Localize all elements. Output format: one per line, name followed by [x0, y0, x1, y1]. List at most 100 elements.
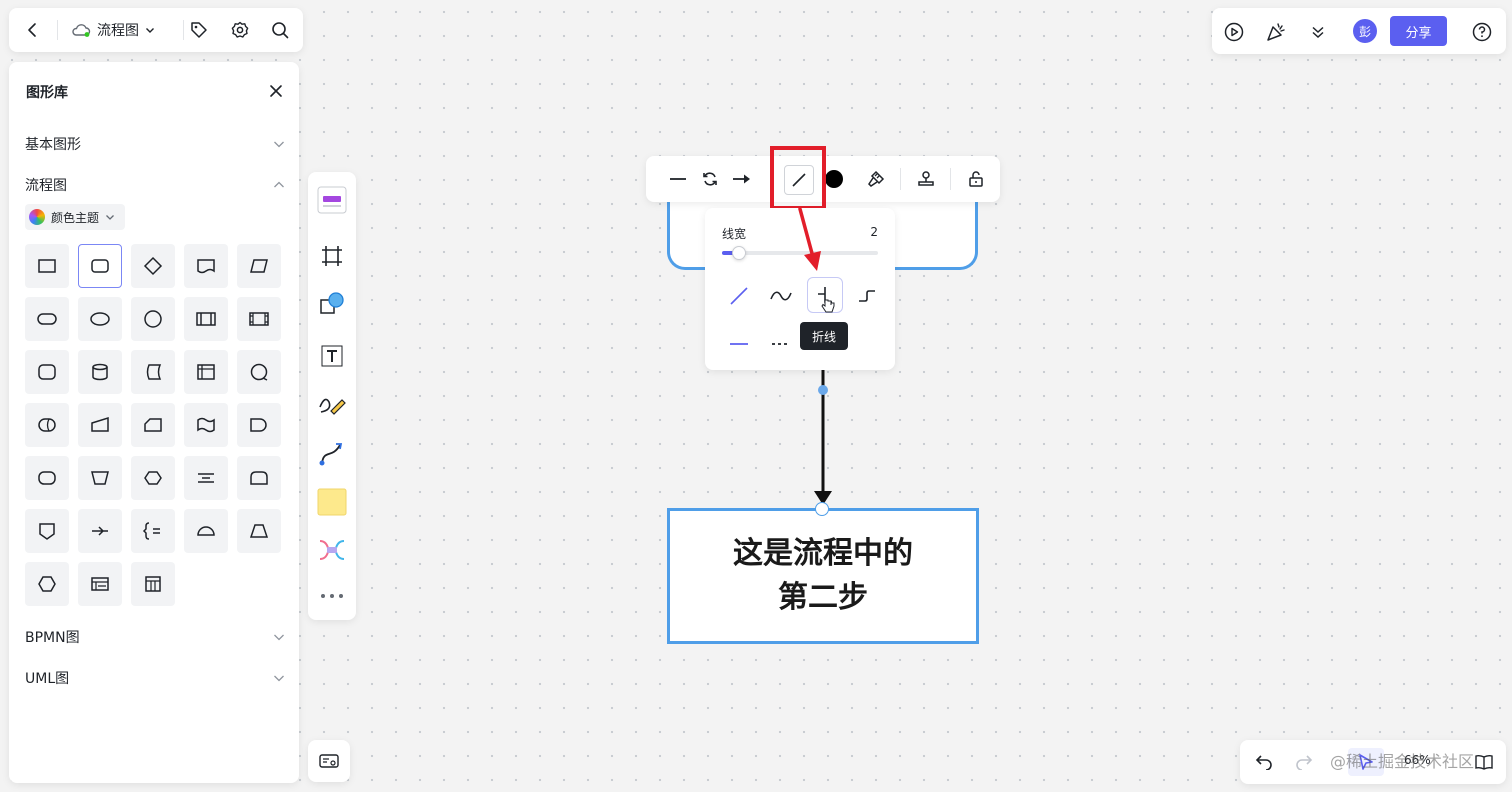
expand-more-button[interactable] [1306, 20, 1330, 44]
connection-point-handle[interactable] [815, 502, 829, 516]
shape-ellipse[interactable] [78, 297, 122, 341]
shape-database[interactable] [78, 350, 122, 394]
shape-tool[interactable] [316, 288, 348, 320]
cursor-icon [1359, 754, 1373, 770]
section-bpmn[interactable]: BPMN图 [25, 627, 285, 647]
shape-display[interactable] [237, 456, 281, 500]
section-flowchart[interactable]: 流程图 [25, 175, 285, 195]
line-type-rounded-elbow[interactable] [851, 280, 883, 312]
shape-library-panel: 图形库 基本图形 流程图 颜色主题 [9, 62, 299, 783]
color-theme-dropdown[interactable]: 颜色主题 [25, 204, 126, 230]
line-dash-solid[interactable] [723, 330, 755, 358]
gear-icon [231, 21, 249, 38]
template-tool[interactable] [316, 184, 348, 216]
shape-terminator[interactable] [25, 297, 69, 341]
present-button[interactable] [1222, 20, 1246, 44]
shape-manual-operation[interactable] [78, 456, 122, 500]
shape-film[interactable] [237, 297, 281, 341]
shape-predefined-process[interactable] [184, 297, 228, 341]
zoom-level[interactable]: 66% [1404, 753, 1431, 767]
shape-circle[interactable] [131, 297, 175, 341]
line-type-straight[interactable] [723, 280, 755, 312]
shape-punched-tape[interactable] [184, 403, 228, 447]
line-type-curve[interactable] [765, 280, 797, 312]
help-icon [1472, 22, 1492, 42]
undo-button[interactable] [1252, 750, 1276, 774]
line-end-arrow-button[interactable] [730, 167, 754, 191]
shape-rounded-rect[interactable] [78, 244, 122, 288]
curve-line-icon [770, 291, 792, 301]
minimap-button[interactable] [308, 740, 350, 782]
top-toolbar: 流程图 [9, 8, 303, 52]
shape-process[interactable] [25, 244, 69, 288]
left-toolbar [308, 172, 356, 620]
party-popper-icon [1267, 23, 1285, 41]
section-label: 基本图形 [25, 137, 81, 153]
flow-node-2[interactable]: 这是流程中的 第二步 [667, 508, 979, 644]
frame-icon [322, 246, 342, 266]
minimap-icon [319, 754, 339, 768]
straight-line-icon [792, 173, 806, 187]
sticky-note-tool[interactable] [316, 486, 348, 518]
shape-card[interactable] [131, 403, 175, 447]
shape-preparation[interactable] [131, 456, 175, 500]
slider-thumb[interactable] [731, 246, 746, 260]
select-mode-button[interactable] [1348, 748, 1384, 776]
unlock-icon [969, 171, 983, 187]
back-button[interactable] [21, 18, 45, 42]
doc-title-dropdown[interactable]: 流程图 [71, 19, 155, 41]
line-color-button[interactable] [824, 169, 844, 189]
shape-direct-data[interactable] [25, 403, 69, 447]
line-start-style-button[interactable] [666, 167, 690, 191]
pen-tool[interactable] [316, 389, 348, 421]
shape-offpage-connector[interactable] [25, 509, 69, 553]
more-tools-button[interactable] [316, 580, 348, 612]
connector-tool[interactable] [316, 437, 348, 469]
shape-loop-limit[interactable] [25, 456, 69, 500]
shapes-icon [320, 292, 344, 314]
user-avatar[interactable]: 彭 [1353, 19, 1377, 43]
mindmap-icon [319, 540, 345, 560]
redo-button[interactable] [1292, 750, 1316, 774]
shape-connector-arrow[interactable] [78, 509, 122, 553]
section-uml[interactable]: UML图 [25, 668, 285, 688]
line-type-button[interactable] [784, 165, 814, 195]
shape-decision[interactable] [131, 244, 175, 288]
flow-connector-line[interactable] [808, 365, 838, 513]
pin-button[interactable] [914, 167, 938, 191]
shape-table-list[interactable] [78, 562, 122, 606]
help-button[interactable] [1470, 20, 1494, 44]
shape-sequential-data[interactable] [237, 350, 281, 394]
shape-trapezoid[interactable] [237, 509, 281, 553]
guide-book-button[interactable] [1472, 750, 1496, 774]
search-button[interactable] [269, 19, 291, 41]
shape-stored-data[interactable] [131, 350, 175, 394]
shape-internal-storage[interactable] [184, 350, 228, 394]
format-painter-button[interactable] [864, 167, 888, 191]
shape-data[interactable] [237, 244, 281, 288]
shape-hexagon[interactable] [25, 562, 69, 606]
shape-manual-input[interactable] [78, 403, 122, 447]
section-basic-shapes[interactable]: 基本图形 [25, 134, 285, 154]
shape-document[interactable] [184, 244, 228, 288]
frame-tool[interactable] [316, 240, 348, 272]
shape-delay[interactable] [237, 403, 281, 447]
shape-annotation[interactable] [131, 509, 175, 553]
shape-rounded-square[interactable] [25, 350, 69, 394]
celebrate-button[interactable] [1264, 20, 1288, 44]
play-icon [1224, 22, 1244, 42]
shape-half-circle[interactable] [184, 509, 228, 553]
line-width-slider[interactable] [722, 246, 878, 260]
mindmap-tool[interactable] [316, 534, 348, 566]
text-tool[interactable] [316, 340, 348, 372]
close-panel-button[interactable] [267, 82, 285, 100]
swap-direction-button[interactable] [698, 167, 722, 191]
settings-button[interactable] [229, 19, 251, 41]
line-dash-dashed[interactable] [765, 330, 797, 358]
shape-parallel-mode[interactable] [184, 456, 228, 500]
lock-button[interactable] [964, 167, 988, 191]
shape-container[interactable] [131, 562, 175, 606]
chevron-down-icon [274, 634, 284, 641]
share-button[interactable]: 分享 [1390, 16, 1447, 46]
tag-button[interactable] [188, 19, 210, 41]
